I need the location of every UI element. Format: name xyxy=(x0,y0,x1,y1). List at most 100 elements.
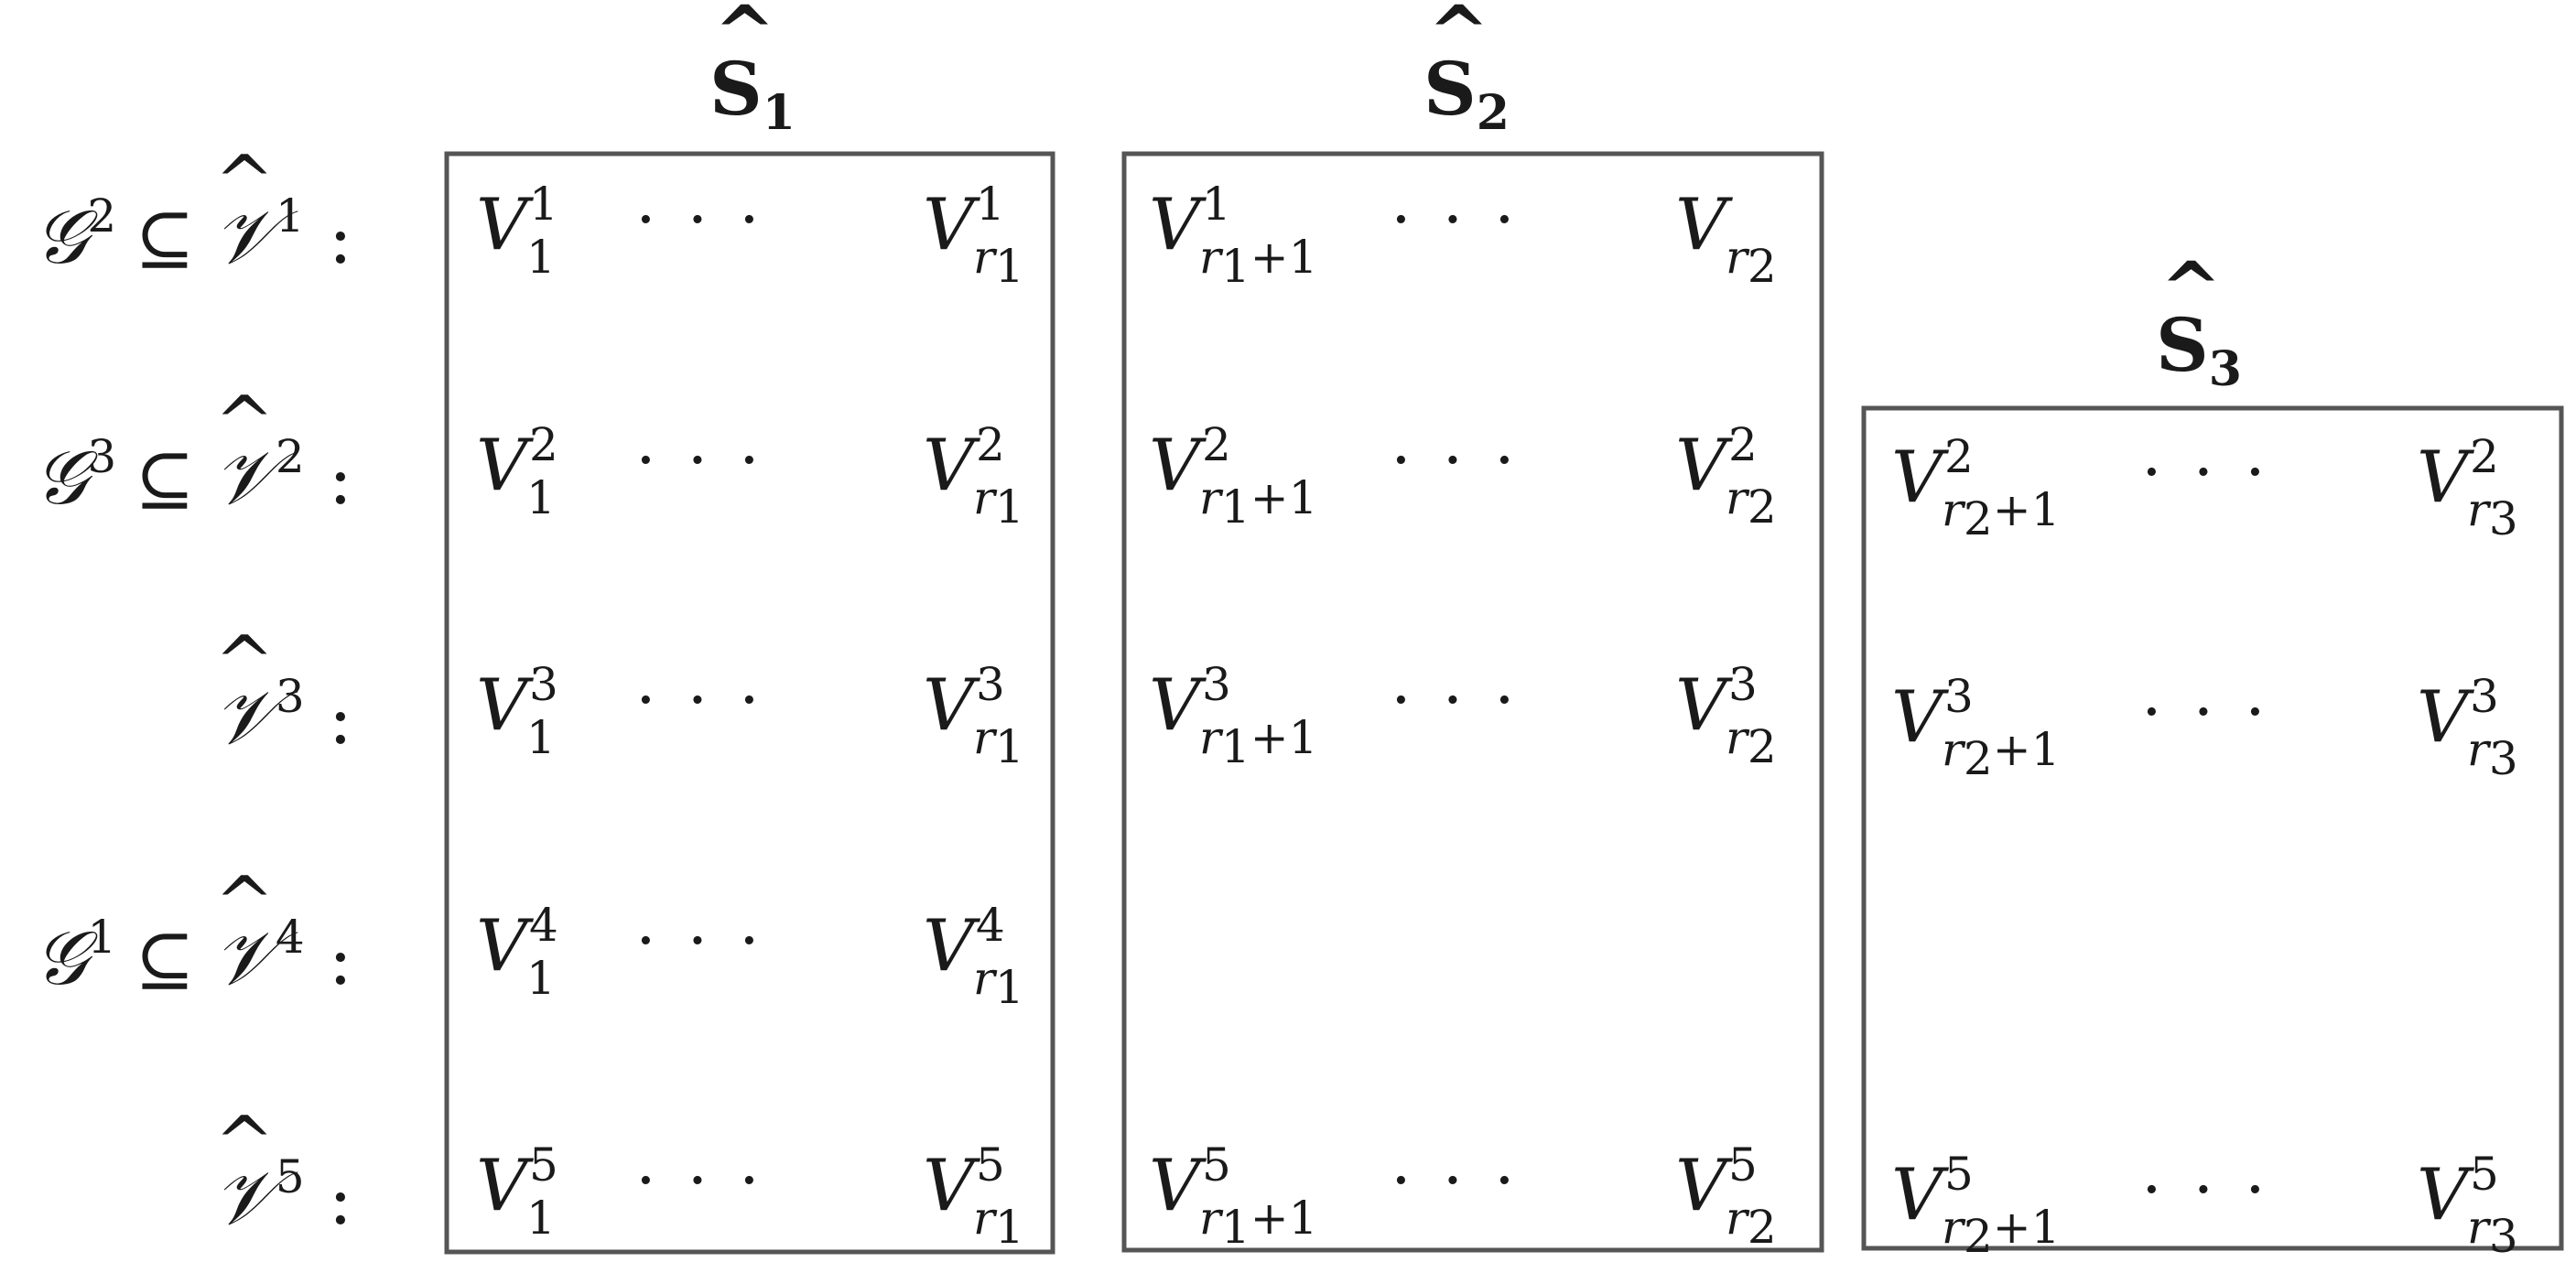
row-label-4: 𝒢1⊆𝒱4: xyxy=(34,911,352,1002)
cell-superscript: 5 xyxy=(976,1138,1005,1192)
group-title-1: S1 xyxy=(709,46,796,141)
row-label-colon: : xyxy=(329,678,352,760)
group-title-letter: S xyxy=(2156,302,2209,388)
group-title-hat: ^ xyxy=(2160,245,2222,331)
row-label-sup: 1 xyxy=(276,189,305,243)
cell-subscript: r1+1 xyxy=(1199,1192,1317,1254)
cell-letter: V xyxy=(923,1145,980,1227)
cell-letter: V xyxy=(2417,676,2474,759)
cell-ellipsis: · · · xyxy=(635,423,764,498)
cell-letter: V xyxy=(923,905,980,987)
cell-letter: V xyxy=(1675,664,1733,747)
group-title-letter: S xyxy=(1423,46,1477,132)
row-label-2: 𝒢3⊆𝒱2: xyxy=(34,430,352,522)
row-label-subset: ⊆ xyxy=(135,438,194,521)
row-label-prefix: 𝒢 xyxy=(34,194,98,281)
row-label-hat: ^ xyxy=(214,382,274,464)
row-label-hat: ^ xyxy=(214,621,274,704)
cell-subscript: 1 xyxy=(526,1192,556,1245)
cell-subscript: r3 xyxy=(2467,1201,2518,1262)
cell-letter: V xyxy=(2417,437,2474,519)
row-label-5: 𝒱5: xyxy=(213,1150,352,1242)
group-title-hat: ^ xyxy=(714,0,775,75)
row-labels: 𝒢2⊆𝒱1:^𝒢3⊆𝒱2:^𝒱3:^𝒢1⊆𝒱4:^𝒱5:^ xyxy=(34,141,352,1242)
cell-subscript: r3 xyxy=(2467,723,2518,785)
cell-subscript: r2+1 xyxy=(1942,723,2060,785)
cell-superscript: 3 xyxy=(529,658,558,711)
cell-ellipsis: · · · xyxy=(2141,1152,2270,1227)
cell-ellipsis: · · · xyxy=(1391,423,1520,498)
cell-subscript: r1 xyxy=(973,1192,1024,1254)
row-label-hat: ^ xyxy=(214,1102,274,1184)
row-label-prefix-sup: 1 xyxy=(87,911,116,964)
cell-letter: V xyxy=(923,425,980,507)
cell-superscript: 5 xyxy=(529,1138,558,1192)
cell-subscript: r2 xyxy=(1726,1192,1777,1254)
cell-superscript: 5 xyxy=(1202,1138,1231,1192)
cell-superscript: 3 xyxy=(1728,658,1758,711)
row-label-prefix: 𝒢 xyxy=(34,435,98,522)
cell-letter: V xyxy=(2417,1154,2474,1236)
cell-letter: V xyxy=(476,425,534,507)
group-titles: S1^S2^S3^ xyxy=(709,0,2242,397)
cell-subscript: 1 xyxy=(526,471,556,524)
cell-superscript: 4 xyxy=(529,899,558,952)
cell-ellipsis: · · · xyxy=(1391,663,1520,738)
group-title-subscript: 1 xyxy=(763,85,796,141)
cell-superscript: 1 xyxy=(976,178,1005,231)
cell-superscript: 2 xyxy=(1202,418,1231,471)
cell-superscript: 5 xyxy=(1944,1148,1974,1201)
row-label-hat: ^ xyxy=(214,141,274,223)
cell-superscript: 2 xyxy=(1728,418,1758,471)
row-label-prefix-sup: 3 xyxy=(87,430,116,483)
group-title-2: S2 xyxy=(1423,46,1510,141)
cell-subscript: 1 xyxy=(526,711,556,764)
cell-ellipsis: · · · xyxy=(635,663,764,738)
cell-subscript: r2 xyxy=(1726,711,1777,773)
group-title-letter: S xyxy=(709,46,763,132)
cell-letter: V xyxy=(923,664,980,747)
row-label-prefix-sup: 2 xyxy=(87,189,116,243)
cell-subscript: r2+1 xyxy=(1942,1201,2060,1262)
cell-letter: V xyxy=(923,184,980,266)
cell-subscript: r2 xyxy=(1726,231,1777,293)
group-box-3 xyxy=(1861,405,2564,1251)
cell-subscript: r1 xyxy=(973,711,1024,773)
row-label-sup: 4 xyxy=(276,911,305,964)
cell-letter: V xyxy=(1675,1145,1733,1227)
cell-subscript: r1 xyxy=(973,952,1024,1014)
cell-ellipsis: · · · xyxy=(2141,435,2270,510)
row-label-prefix: 𝒢 xyxy=(34,915,98,1002)
cell-superscript: 2 xyxy=(976,418,1005,471)
cell-subscript: r1 xyxy=(973,231,1024,293)
cell-ellipsis: · · · xyxy=(635,182,764,257)
row-label-sup: 3 xyxy=(276,670,305,723)
row-label-colon: : xyxy=(329,1159,352,1241)
cell-right-g2-r1: Vr2 xyxy=(1675,184,1777,293)
cell-subscript: r1+1 xyxy=(1199,471,1317,534)
cell-letter: V xyxy=(1891,1154,1949,1236)
row-label-subset: ⊆ xyxy=(135,919,194,1001)
cell-letter: V xyxy=(1891,437,1949,519)
cell-subscript: r3 xyxy=(2467,483,2518,545)
cell-letter: V xyxy=(1149,184,1207,266)
cell-superscript: 2 xyxy=(529,418,558,471)
cell-letter: V xyxy=(1891,676,1949,759)
cell-letter: V xyxy=(476,1145,534,1227)
row-label-sup: 5 xyxy=(276,1150,305,1203)
cell-letter: V xyxy=(1149,664,1207,747)
row-label-1: 𝒢2⊆𝒱1: xyxy=(34,189,352,281)
